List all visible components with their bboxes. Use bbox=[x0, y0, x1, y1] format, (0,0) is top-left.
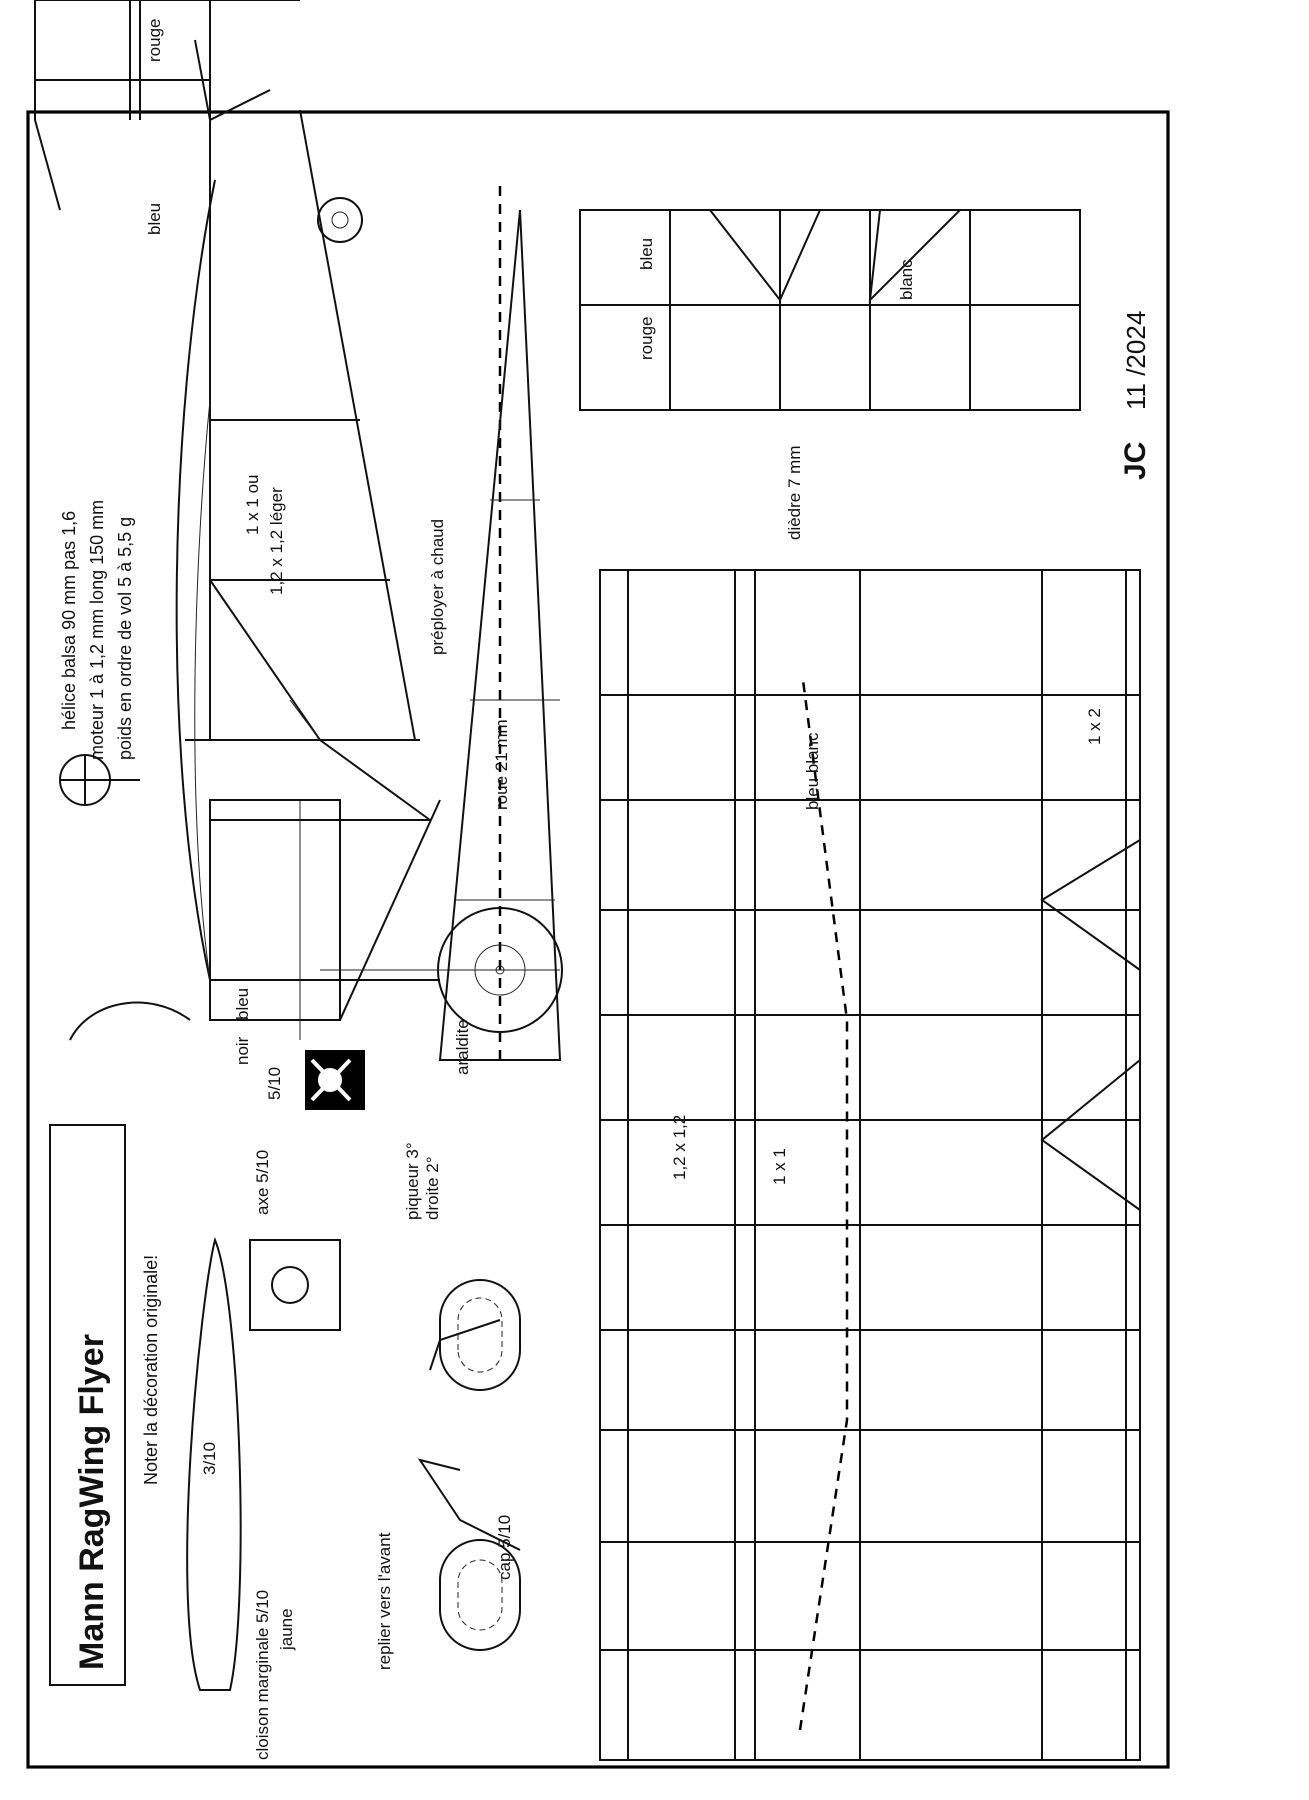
label-araldite: araldite bbox=[453, 1019, 472, 1075]
label-fus-510: 5/10 bbox=[265, 1067, 284, 1100]
label-preployer: préployer à chaud bbox=[428, 519, 447, 655]
label-stab-blanc: blanc bbox=[897, 259, 916, 300]
label-strut-2: 1,2 x 1,2 léger bbox=[267, 487, 286, 595]
label-roue: roue 21 mm bbox=[492, 719, 511, 810]
label-date: 11 /2024 bbox=[1121, 311, 1151, 410]
label-spar-1x2: 1 x 2 bbox=[1085, 708, 1104, 745]
plan-drawing: Mann RagWing Flyer Noter la décoration o… bbox=[34, 0, 1152, 1761]
label-diedre: dièdre 7 mm bbox=[785, 446, 804, 540]
label-stab-bleu: bleu bbox=[637, 238, 656, 270]
label-bleu-fus: bleu bbox=[233, 988, 252, 1020]
stabilizer bbox=[579, 209, 1081, 411]
label-tip-310: 3/10 bbox=[200, 1442, 219, 1475]
label-rib-122: 1,2 x 1,2 bbox=[670, 1115, 689, 1180]
label-droite: droite 2° bbox=[423, 1156, 442, 1220]
label-bleu-blanc: bleu blanc bbox=[803, 732, 822, 810]
label-initials: JC bbox=[1119, 442, 1152, 480]
wing-plan bbox=[599, 569, 1141, 1761]
prop-note-3: poids en ordre de vol 5 à 5,5 g bbox=[115, 517, 135, 760]
label-cap: cap 5/10 bbox=[495, 1515, 514, 1580]
label-stab-rouge: rouge bbox=[637, 317, 656, 360]
label-rib-11: 1 x 1 bbox=[770, 1148, 789, 1185]
prop-note-2: moteur 1 à 1,2 mm long 150 mm bbox=[87, 500, 107, 760]
wing-tip-parts bbox=[59, 754, 521, 1691]
title-block: Mann RagWing Flyer Noter la décoration o… bbox=[49, 1124, 161, 1686]
label-strut-1: 1 x 1 ou bbox=[243, 475, 262, 536]
label-bleu-rudder: bleu bbox=[145, 203, 164, 235]
decoration-note: Noter la décoration originale! bbox=[141, 1255, 161, 1485]
sheet-border bbox=[26, 110, 1170, 1769]
label-jaune: jaune bbox=[277, 1608, 296, 1651]
plan-title: Mann RagWing Flyer bbox=[73, 1334, 111, 1670]
label-noir: noir bbox=[233, 1036, 252, 1065]
label-piqueur: piqueur 3° bbox=[403, 1142, 422, 1220]
label-axe: axe 5/10 bbox=[253, 1150, 272, 1215]
prop-note-1: hélice balsa 90 mm pas 1,6 bbox=[59, 511, 79, 730]
fuselage-side bbox=[34, 0, 563, 1060]
jolly-roger-icon bbox=[305, 1050, 365, 1110]
label-cloison: cloison marginale 5/10 bbox=[253, 1590, 272, 1760]
fuselage-top bbox=[438, 209, 562, 1061]
label-rouge-rudder: rouge bbox=[145, 19, 164, 62]
label-replier: replier vers l'avant bbox=[375, 1532, 394, 1670]
